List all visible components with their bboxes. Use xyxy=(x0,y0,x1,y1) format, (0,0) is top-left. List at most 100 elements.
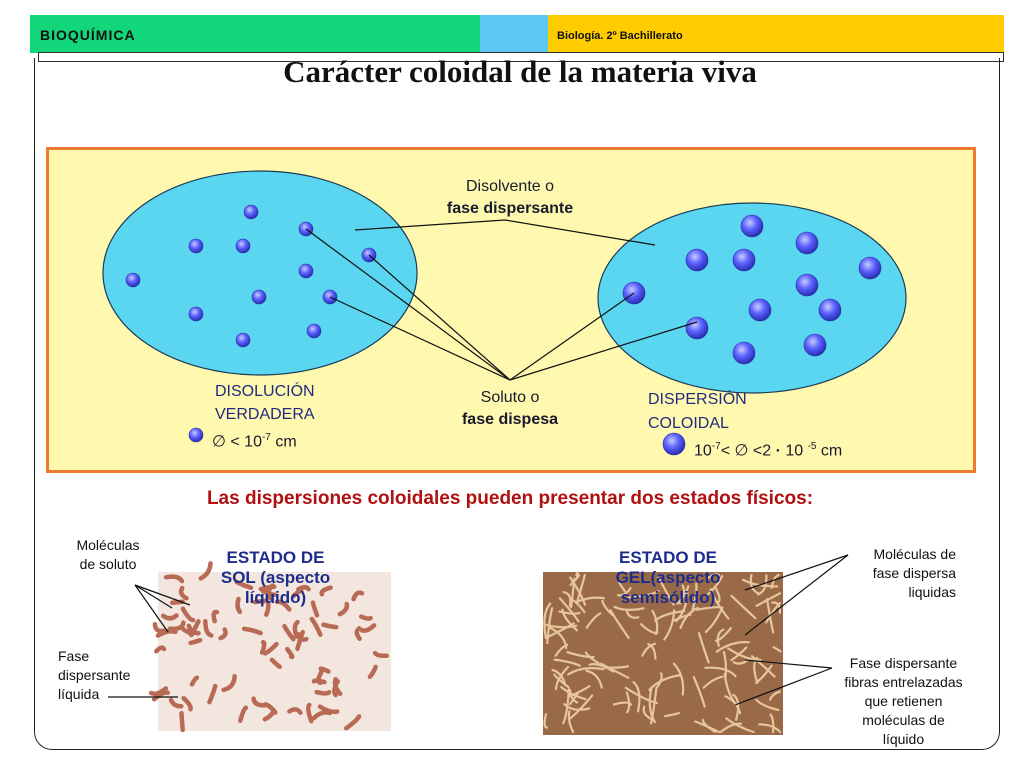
gel-fiber xyxy=(566,651,595,659)
true-solution-label-line1: DISOLUCIÓN xyxy=(215,383,315,400)
state-annotation-lines xyxy=(108,554,849,706)
sol-molecule xyxy=(285,646,295,660)
gel-fiber xyxy=(612,701,633,706)
header-band-yellow xyxy=(548,15,1004,53)
gel-fiber xyxy=(704,666,737,678)
sol-molecule xyxy=(235,596,243,615)
sol-molecule xyxy=(211,609,220,624)
sol-molecule xyxy=(241,626,263,636)
sol-molecule xyxy=(310,600,320,618)
solute-particles-large xyxy=(622,214,882,365)
gel-fiber xyxy=(569,689,579,704)
gel-fiber xyxy=(679,584,686,605)
colloid-label-line1: DISPERSIÓN xyxy=(648,391,747,408)
sol-molecule xyxy=(179,710,185,733)
sol-molecule xyxy=(358,614,373,621)
sol-molecule xyxy=(274,599,292,612)
gel-fiber xyxy=(755,698,780,712)
sol-molecule xyxy=(259,639,267,655)
gel-fiber xyxy=(588,663,615,673)
solvent-label-line2: fase dispersante xyxy=(446,200,574,217)
gel-fiber xyxy=(656,672,663,689)
solute-particles-small xyxy=(125,204,377,348)
gel-fiber xyxy=(697,632,710,664)
sol-molecule xyxy=(291,588,304,599)
gel-fiber xyxy=(562,688,570,725)
sol-molecule xyxy=(203,619,214,638)
sol-molecule xyxy=(221,673,237,693)
sol-molecule xyxy=(160,613,179,621)
gel-fiber xyxy=(603,665,629,669)
gel-fiber xyxy=(716,628,725,647)
sol-molecule xyxy=(359,623,377,633)
solvent-label-line1: Disolvente o xyxy=(465,178,555,195)
sol-molecule xyxy=(198,561,213,581)
sol-molecule xyxy=(154,645,167,654)
sol-molecule xyxy=(263,702,278,715)
label-pointer-lines xyxy=(305,219,698,381)
header-course-label: Biología. 2º Bachillerato xyxy=(557,30,683,42)
sol-molecule xyxy=(181,695,193,712)
true-solution-size: ∅ < 10-7 cm xyxy=(212,432,297,451)
gel-fiber xyxy=(570,577,576,609)
legend-particle-large xyxy=(662,432,686,456)
gel-fiber xyxy=(772,646,782,653)
gel-fiber xyxy=(691,582,698,614)
gel-fiber xyxy=(702,675,724,689)
sol-molecule xyxy=(309,616,323,637)
gel-fiber xyxy=(625,608,640,619)
sol-molecule xyxy=(372,650,389,659)
sol-molecule xyxy=(354,626,362,641)
gel-fiber xyxy=(567,710,575,734)
sol-molecule xyxy=(343,714,362,731)
sol-molecule xyxy=(292,619,300,639)
header-underline-bar xyxy=(38,52,1004,62)
gel-fiber xyxy=(632,681,641,713)
gel-fiber xyxy=(600,662,630,679)
gel-fiber xyxy=(692,676,706,708)
gel-fiber xyxy=(715,641,750,653)
gel-state-image xyxy=(543,571,783,735)
gel-fiber xyxy=(562,591,572,607)
colloid-size: 10-7< ∅ <2 · 10 -5 cm xyxy=(694,441,843,460)
gel-fiber xyxy=(567,685,591,698)
colloidal-dispersion-ellipse xyxy=(597,202,907,394)
sol-molecule xyxy=(168,697,184,709)
gel-fiber xyxy=(749,573,760,595)
gel-fiber xyxy=(575,573,586,605)
gel-fiber xyxy=(672,662,685,696)
sol-molecule xyxy=(314,689,332,696)
gel-fiber xyxy=(758,723,782,734)
sol-molecule xyxy=(251,696,267,708)
gel-fiber xyxy=(769,690,782,701)
gel-fiber xyxy=(656,575,675,606)
solute-label-line1: Soluto o xyxy=(480,389,540,406)
gel-fiber xyxy=(750,655,776,678)
gel-fiber xyxy=(647,643,657,660)
gel-fiber xyxy=(543,713,548,729)
slide-frame xyxy=(34,58,1000,750)
gel-fiber xyxy=(546,607,554,645)
gel-fiber xyxy=(724,695,742,715)
sol-molecule xyxy=(311,678,327,685)
sol-molecule xyxy=(148,686,169,697)
gel-fiber xyxy=(567,667,605,676)
gel-fiber xyxy=(672,613,692,622)
gel-fiber xyxy=(543,602,552,640)
sol-molecule xyxy=(264,602,271,617)
gel-fiber xyxy=(664,712,681,718)
true-solution-ellipse xyxy=(102,170,418,376)
solute-label-line2: fase dispesa xyxy=(461,411,559,428)
gel-fiber xyxy=(695,606,723,611)
sol-molecule xyxy=(305,702,314,724)
sol-molecule xyxy=(163,574,185,584)
sol-molecule xyxy=(167,620,186,632)
gel-fiber xyxy=(650,687,658,725)
gel-fiber xyxy=(642,705,654,721)
gel-fiber xyxy=(563,703,591,711)
sol-molecule xyxy=(296,584,311,592)
